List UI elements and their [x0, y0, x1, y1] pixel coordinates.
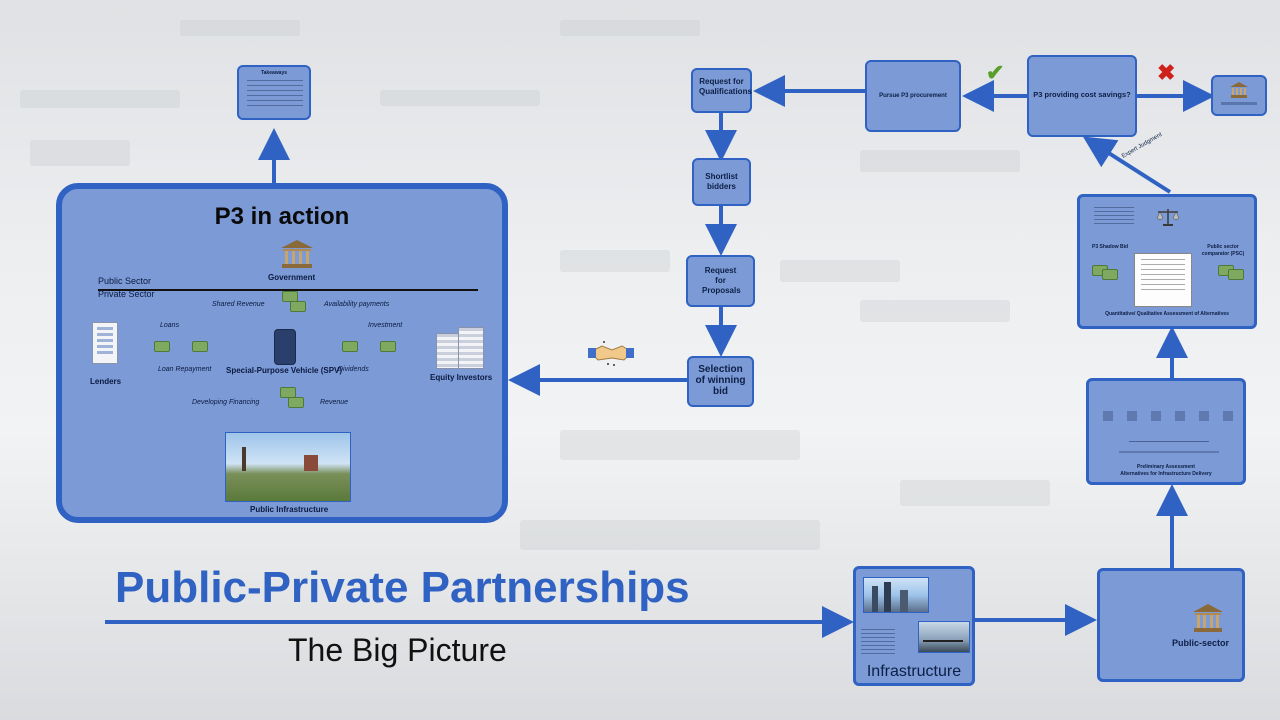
infrastructure-list-text [861, 629, 895, 655]
preliminary-label-1: Preliminary Assessment [1137, 464, 1195, 470]
infrastructure-box: Infrastructure [853, 566, 975, 686]
rfp-label: Request for Proposals [702, 266, 741, 295]
public-sector-box-label: Public-sector [1172, 638, 1230, 648]
cost-breakdown-document [1134, 253, 1192, 307]
bg-shape [780, 260, 900, 282]
lenders-building-icon [92, 322, 118, 364]
bg-shape [520, 520, 820, 550]
investment-label: Investment [368, 322, 403, 329]
pursue-label: Pursue P3 procurement [879, 93, 947, 99]
loan-repayment-label: Loan Repayment [158, 366, 212, 373]
bg-shape [860, 300, 1010, 322]
page-title: Public-Private Partnerships [115, 563, 690, 612]
government-icon [280, 239, 314, 269]
equity-investors-building-icon [436, 327, 484, 369]
shared-revenue-label: Shared Revenue [212, 301, 265, 308]
availability-payments-label: Availability payments [324, 301, 390, 308]
infrastructure-label: Infrastructure [866, 663, 962, 680]
money-icon [290, 301, 306, 312]
building-icon [1192, 603, 1224, 633]
loans-label: Loans [160, 322, 180, 329]
spv-label: Special-Purpose Vehicle (SPV) [226, 366, 343, 375]
request-for-proposals-box: Request for Proposals [686, 255, 755, 307]
handshake-icon [588, 338, 634, 368]
dividends-label: Dividends [338, 366, 369, 373]
divider-line [1129, 441, 1209, 442]
takeaways-title: Takeaways [260, 70, 288, 76]
bg-shape [180, 20, 300, 36]
traditional-procurement-text [1221, 102, 1257, 105]
public-infrastructure-label: Public Infrastructure [250, 505, 329, 514]
assessment-title: Quantitative/ Qualitative Assessment of … [1105, 311, 1229, 317]
preliminary-label-2: Alternatives for Infrastructure Delivery [1120, 471, 1212, 477]
selection-label: Selection of winning bid [695, 364, 746, 397]
cost-savings-label: P3 providing cost savings? [1033, 90, 1131, 99]
rfq-label: Request for Qualifications [699, 77, 752, 96]
spv-building-icon [274, 329, 296, 365]
psc-label: Public sector comparator (PSC) [1201, 244, 1245, 257]
public-infrastructure-image [225, 432, 351, 502]
money-icon [1228, 269, 1244, 280]
cross-icon: ✖ [1157, 60, 1176, 85]
shortlist-label: Shortlist bidders [705, 172, 738, 191]
selection-of-winning-bid-box: Selection of winning bid [687, 356, 754, 407]
bg-shape [560, 20, 700, 36]
bg-shape [560, 430, 800, 460]
bg-shape [380, 90, 540, 106]
public-sector-box: Public-sector [1097, 568, 1245, 682]
p3-panel-title: P3 in action [214, 203, 350, 230]
money-icon [1102, 269, 1118, 280]
takeaways-text-lines [247, 80, 303, 110]
balance-scale-icon [1156, 207, 1180, 227]
shortlist-bidders-box: Shortlist bidders [692, 158, 751, 206]
risk-assessment-text [1094, 207, 1134, 227]
developing-financing-label: Developing Financing [192, 399, 260, 406]
p3-in-action-panel: P3 in action Government Public Sector Pr… [56, 183, 508, 523]
bg-shape [20, 90, 180, 108]
check-icon: ✔ [986, 60, 1005, 85]
quantitative-assessment-box: P3 Shadow Bid Public sector comparator (… [1077, 194, 1257, 329]
city-skyline-image [863, 577, 929, 613]
equity-investors-label: Equity Investors [430, 373, 493, 382]
bg-shape [30, 140, 130, 166]
money-icon [192, 341, 208, 352]
money-icon [288, 397, 304, 408]
bg-shape [900, 480, 1050, 506]
revenue-label: Revenue [320, 399, 349, 406]
traditional-procurement-box [1211, 75, 1267, 116]
pursue-p3-procurement-box: Pursue P3 procurement [865, 60, 961, 132]
shadow-bid-label: P3 Shadow Bid [1092, 244, 1129, 250]
bg-shape [560, 250, 670, 272]
building-icon [1230, 82, 1248, 98]
bg-shape [860, 150, 1020, 172]
preliminary-assessment-box: Preliminary Assessment Alternatives for … [1086, 378, 1246, 485]
lenders-label: Lenders [90, 377, 122, 386]
p3-cost-savings-box: P3 providing cost savings? [1027, 55, 1137, 137]
request-for-qualifications-box: Request for Qualifications [691, 68, 752, 113]
money-icon [342, 341, 358, 352]
government-label: Government [268, 273, 316, 282]
public-sector-label: Public Sector [98, 276, 152, 286]
alternatives-table-text [1103, 411, 1233, 421]
alternatives-footnote [1119, 451, 1219, 453]
takeaways-box: Takeaways [237, 65, 311, 120]
private-sector-label: Private Sector [98, 289, 155, 299]
sector-divider [98, 289, 478, 291]
page-subtitle: The Big Picture [288, 632, 507, 668]
bridge-image [918, 621, 970, 653]
money-icon [380, 341, 396, 352]
arrow-assessment-to-savings [1082, 136, 1172, 194]
money-icon [154, 341, 170, 352]
